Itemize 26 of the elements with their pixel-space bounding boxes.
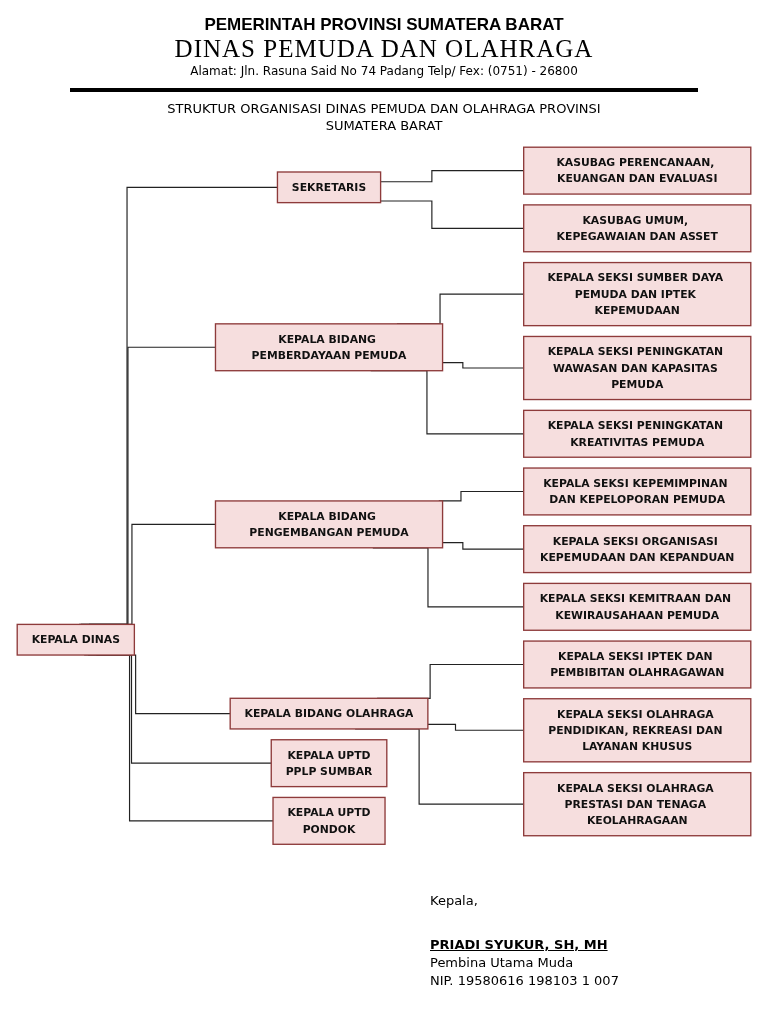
node-box: SEKRETARIS bbox=[276, 171, 382, 204]
node-box: KEPALA UPTD PPLP SUMBAR bbox=[270, 739, 388, 788]
node-box: KEPALA BIDANG PEMBERDAYAAN PEMUDA bbox=[214, 323, 444, 372]
node-box: KEPALA SEKSI OLAHRAGA PRESTASI DAN TENAGA KEOLAHRAGAAN bbox=[523, 771, 752, 837]
signatory-name: PRIADI SYUKUR, SH, MH bbox=[430, 936, 608, 954]
node-box: KEPALA SEKSI IPTEK DAN PEMBIBITAN OLAHRAGAWAN bbox=[523, 640, 752, 689]
node-box: KEPALA DINAS bbox=[16, 623, 136, 656]
agency-name: DINAS PEMUDA DAN OLAHRAGA bbox=[174, 35, 594, 63]
node-box: KASUBAG PERENCANAAN, KEUANGAN DAN EVALUASI bbox=[523, 146, 752, 195]
node-box: KEPALA SEKSI KEPEMIMPINAN DAN KEPELOPORAN PEMUDA bbox=[523, 467, 752, 516]
node-box: KEPALA SEKSI SUMBER DAYA PEMUDA DAN IPTEK KEPEMUDAAN bbox=[523, 261, 752, 327]
node-box: KEPALA SEKSI ORGANISASI KEPEMUDAAN DAN KEPANDUAN bbox=[523, 525, 752, 574]
node-box: KEPALA BIDANG OLAHRAGA bbox=[229, 697, 429, 730]
chart-title: STRUKTUR ORGANISASI DINAS PEMUDA DAN OLAHRAGA PROVINSI SUMATERA BARAT bbox=[166, 100, 602, 134]
node-box: KEPALA SEKSI PENINGKATAN WAWASAN DAN KAPASITAS PEMUDA bbox=[523, 335, 752, 401]
government-heading: PEMERINTAH PROVINSI SUMATERA BARAT bbox=[204, 14, 564, 35]
node-box: KEPALA BIDANG PENGEMBANGAN PEMUDA bbox=[214, 500, 444, 549]
address-line: Alamat: Jln. Rasuna Said No 74 Padang Telp/ Fex: (0751) - 26800 bbox=[190, 63, 578, 80]
node-box: KASUBAG UMUM, KEPEGAWAIAN DAN ASSET bbox=[523, 204, 752, 253]
node-box: KEPALA SEKSI OLAHRAGA PENDIDIKAN, REKREASI DAN LAYANAN KHUSUS bbox=[523, 698, 752, 763]
rank-text: Pembina Utama Muda bbox=[430, 954, 574, 972]
node-box: KEPALA SEKSI PENINGKATAN KREATIVITAS PEMUDA bbox=[523, 409, 752, 458]
node-box: KEPALA UPTD PONDOK bbox=[272, 796, 386, 845]
node-box: KEPALA SEKSI KEMITRAAN DAN KEWIRAUSAHAAN PEMUDA bbox=[523, 582, 752, 631]
signature-title: Kepala, bbox=[430, 892, 478, 910]
employee-number: NIP. 19580616 198103 1 007 bbox=[430, 972, 619, 990]
